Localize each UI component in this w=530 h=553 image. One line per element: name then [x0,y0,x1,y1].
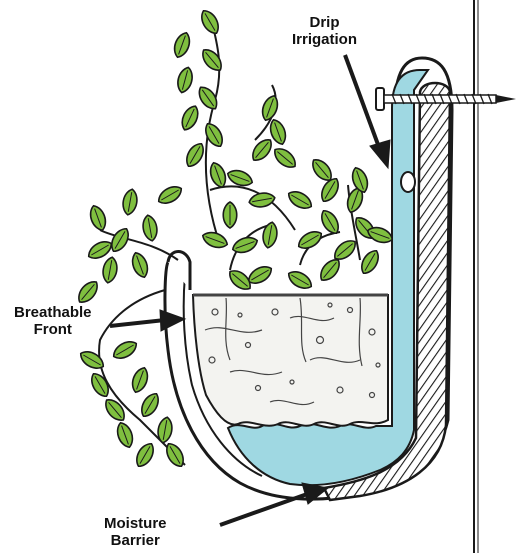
breathable-front-label-line2: Front [14,321,92,338]
drip-arrowhead [370,140,390,168]
breathable-arrow [110,320,165,326]
breathable-arrowhead [160,310,185,331]
moisture-barrier-label-line2: Barrier [104,532,167,549]
breathable-front-label: Breathable Front [14,304,92,338]
moisture-arrowhead [302,483,328,504]
drip-arrow [345,55,380,150]
drip-irrigation-label-line1: Drip [292,14,357,31]
breathable-front-label-line1: Breathable [14,304,92,321]
moisture-barrier-label-line1: Moisture [104,515,167,532]
front-top-loop [168,252,190,291]
drip-irrigation-label-line2: Irrigation [292,31,357,48]
drip-irrigation-label: Drip Irrigation [292,14,357,48]
moisture-barrier-label: Moisture Barrier [104,515,167,549]
wall [474,0,478,553]
drip-emitter [401,172,415,192]
moisture-arrow [220,493,310,525]
